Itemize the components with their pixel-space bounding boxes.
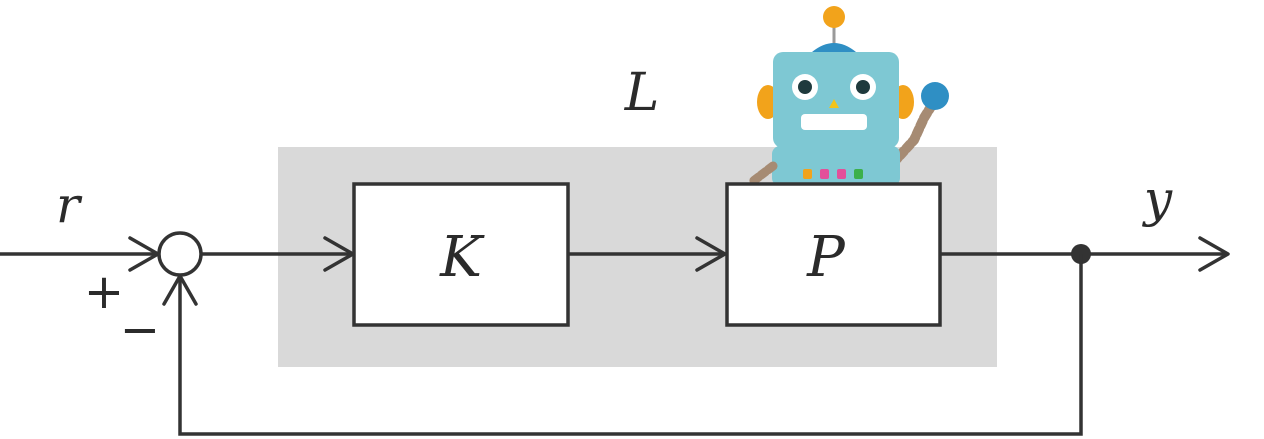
input-label-r: r [56,176,83,234]
feedback-arrowhead [162,274,198,306]
controller-label: K [439,225,485,290]
control-arrowhead [695,236,727,272]
output-arrowhead [1198,236,1230,272]
loop-label: L [624,63,660,123]
output-label-y: y [1142,170,1173,228]
minus-sign: − [120,302,160,358]
plant-label: P [806,225,846,290]
controller-block [352,182,570,327]
summing-junction [157,231,203,277]
feedback-wire [178,254,1083,436]
plus-sign: + [84,264,124,320]
robot-icon [747,6,949,187]
